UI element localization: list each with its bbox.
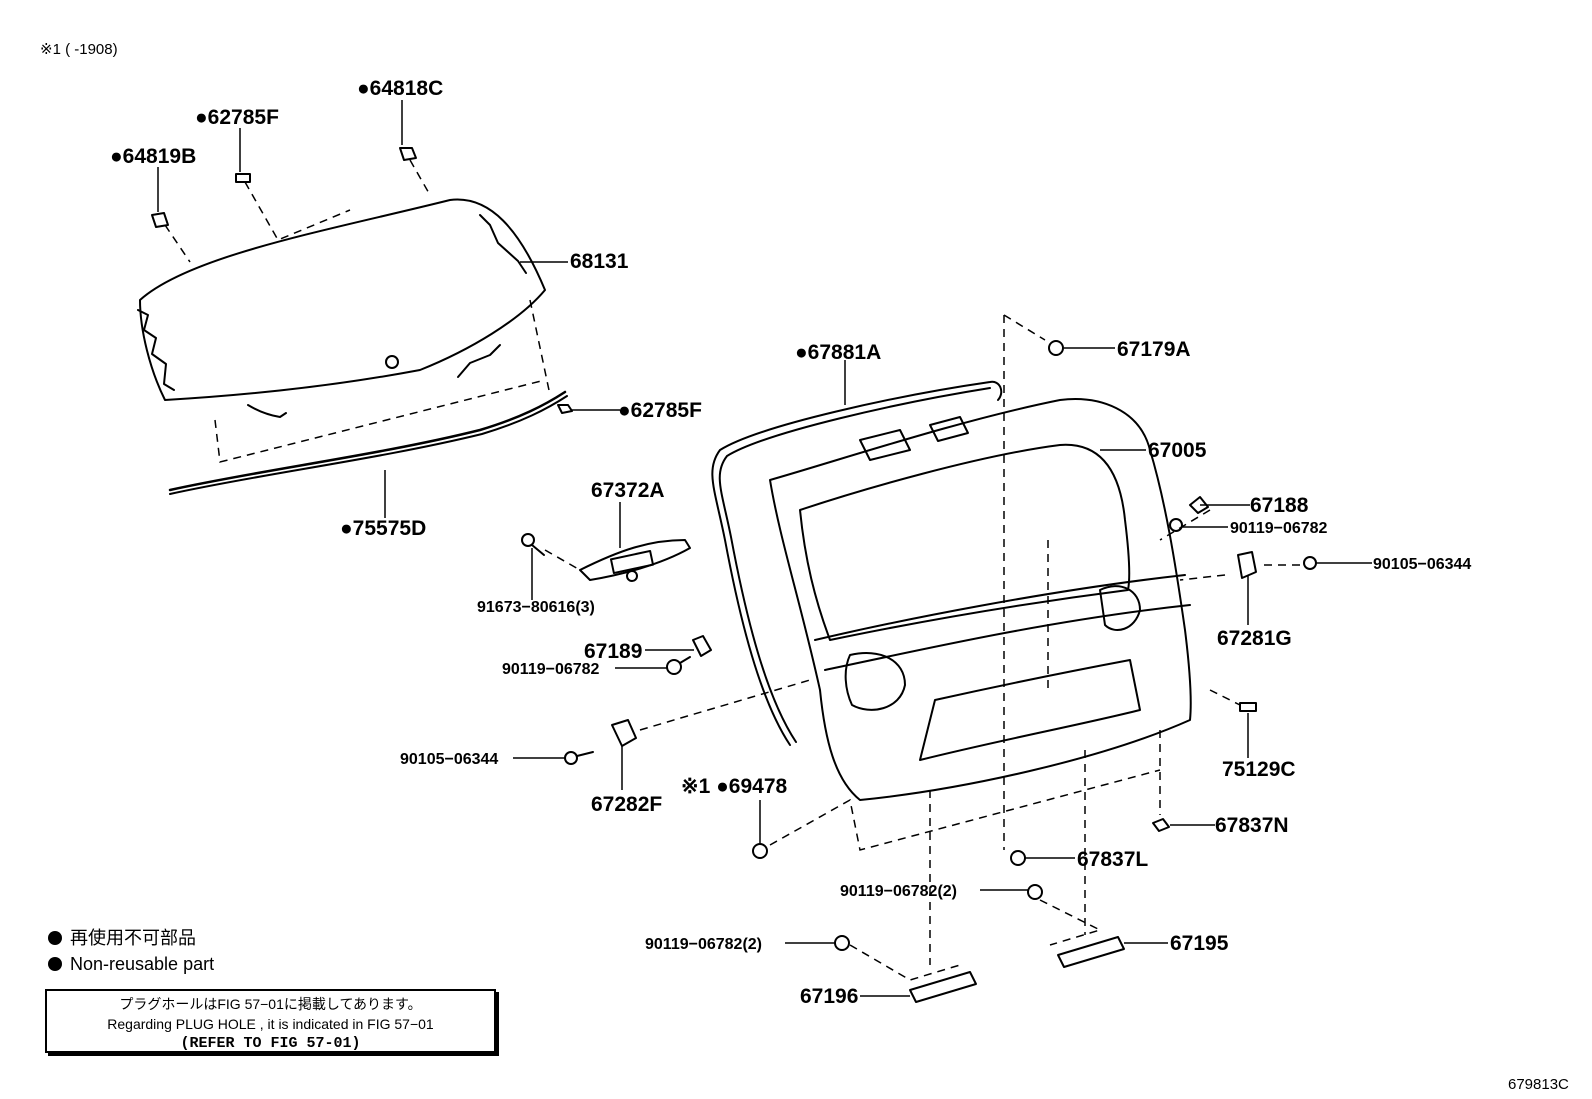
plug-67837N [1152, 818, 1170, 832]
label-67188: 67188 [1250, 494, 1309, 517]
label-67281G: 67281G [1217, 627, 1292, 650]
label-62785F-bot: ●62785F [618, 399, 702, 422]
label-67372A: 67372A [591, 479, 665, 502]
label-90119-06782-2-b: 90119−06782(2) [645, 936, 762, 953]
label-67837L: 67837L [1077, 848, 1148, 871]
label-67005: 67005 [1148, 439, 1207, 462]
label-67189: 67189 [584, 640, 642, 663]
label-90105-06344-left: 90105−06344 [400, 751, 498, 768]
legend-row-jp: 再使用不可部品 [48, 925, 214, 951]
bolt-90119-2b [834, 935, 850, 951]
plug-75129C [1239, 702, 1257, 712]
figure-code: 679813C [1508, 1076, 1569, 1093]
plug-67837L [1010, 850, 1026, 866]
spacer-62785F-top [235, 173, 251, 183]
label-75129C: 75129C [1222, 758, 1296, 781]
stopper-64819B [151, 212, 169, 228]
legend: 再使用不可部品 Non-reusable part [48, 925, 214, 977]
label-90105-06344-right: 90105−06344 [1373, 556, 1471, 573]
label-67881A: ●67881A [795, 341, 881, 364]
label-90119-06782-2-a: 90119−06782(2) [840, 883, 957, 900]
label-67179A: 67179A [1117, 338, 1191, 361]
legend-text-jp: 再使用不可部品 [70, 928, 196, 948]
label-75575D: ●75575D [340, 517, 426, 540]
label-64818C: ●64818C [357, 77, 443, 100]
label-67837N: 67837N [1215, 814, 1289, 837]
label-69478: ※1 ●69478 [681, 775, 788, 798]
bolt-90105-right [1303, 556, 1317, 570]
back-door-67005 [769, 398, 1192, 801]
bullet-icon [48, 957, 62, 971]
molding-75575D [168, 390, 567, 492]
weatherstrip-67881A [711, 380, 1003, 746]
reference-box: プラグホールはFIG 57−01に掲載してあります。 Regarding PLU… [45, 989, 496, 1053]
clip-67188 [1189, 496, 1209, 514]
rear-glass-68131 [139, 198, 546, 401]
cushion-67179A [1048, 340, 1064, 356]
bolt-90105-left [564, 751, 594, 765]
handle-67372A [579, 539, 691, 581]
lock-67281G [1237, 551, 1257, 579]
bolt-90119-left [666, 656, 691, 675]
bullet-icon [48, 931, 62, 945]
legend-text-en: Non-reusable part [70, 954, 215, 974]
label-67282F: 67282F [591, 793, 662, 816]
label-90119-06782-left: 90119−06782 [502, 661, 600, 678]
clip-69478 [752, 843, 768, 859]
clip-67189 [692, 635, 712, 657]
cover-67196 [909, 971, 977, 1003]
label-62785F-top: ●62785F [195, 106, 279, 129]
label-64819B: ●64819B [110, 145, 196, 168]
label-67195: 67195 [1170, 932, 1229, 955]
striker-67282F [611, 719, 637, 747]
bolt-90119-right [1169, 518, 1183, 532]
label-68131: 68131 [570, 250, 629, 273]
bolt-90119-2a [1027, 884, 1043, 900]
label-90119-06782-right: 90119−06782 [1230, 520, 1328, 537]
legend-row-en: Non-reusable part [48, 951, 214, 977]
spacer-62785F-bot [557, 404, 573, 414]
stopper-64818C [399, 147, 417, 161]
screw-91673 [521, 533, 545, 556]
reference-line-en: Regarding PLUG HOLE , it is indicated in… [107, 1016, 434, 1032]
figure-range-note: ※1 ( -1908) [40, 41, 118, 58]
label-91673-80616: 91673−80616(3) [477, 599, 595, 616]
reference-line-fig: (REFER TO FIG 57-01) [180, 1035, 361, 1052]
cover-67195 [1057, 936, 1125, 968]
reference-line-jp: プラグホールはFIG 57−01に掲載してあります。 [119, 996, 422, 1012]
label-67196: 67196 [800, 985, 858, 1008]
